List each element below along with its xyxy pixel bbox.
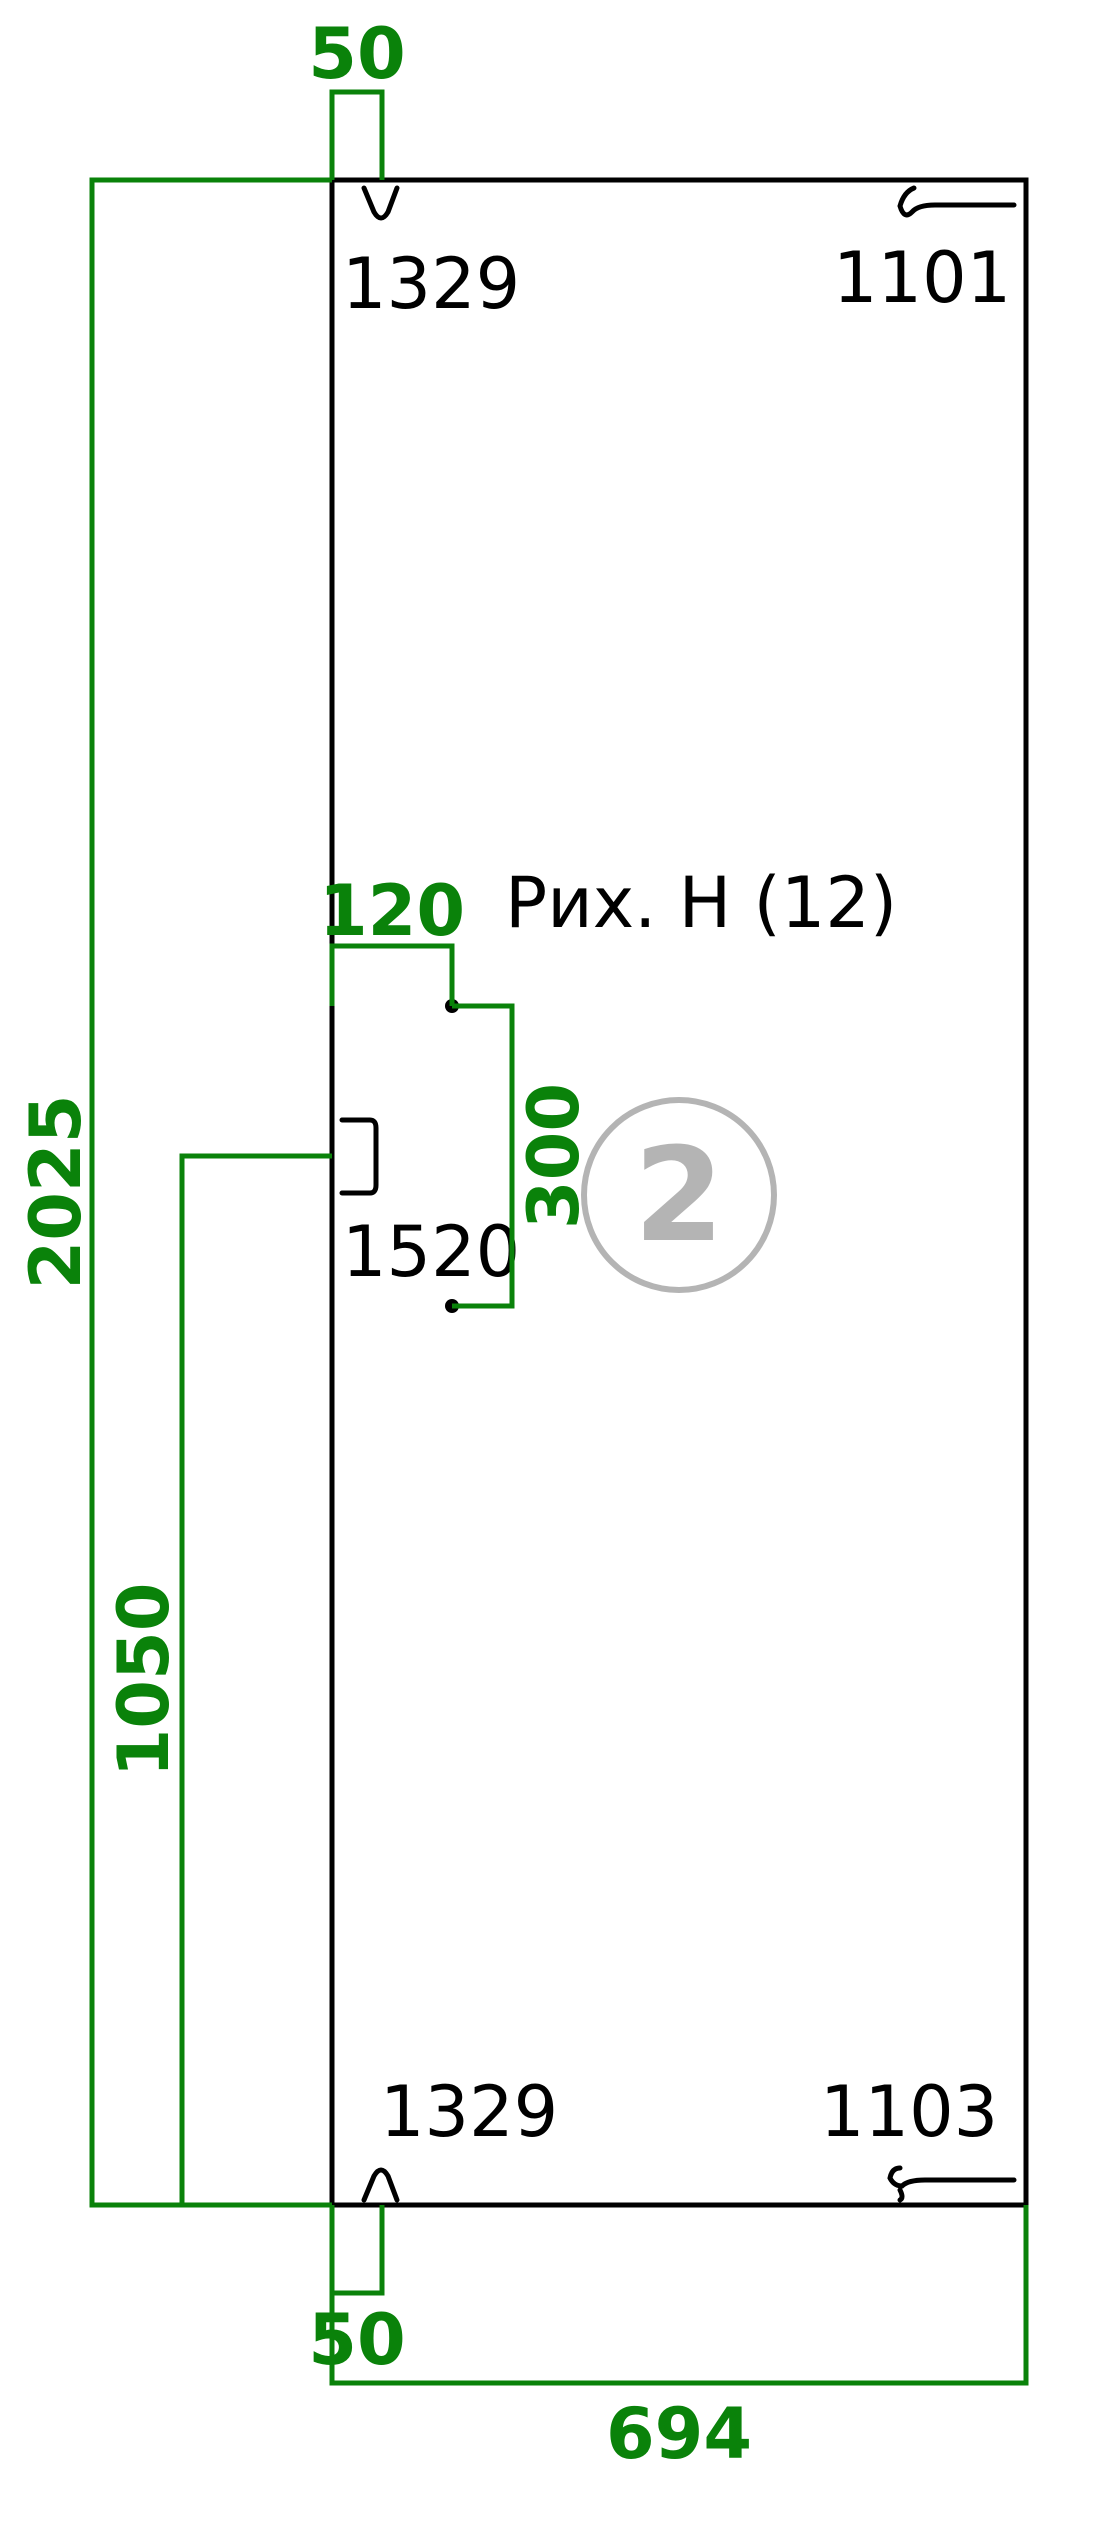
hardware-label-top-left: 1329 [342,243,520,325]
dim-width-total-text: 694 [606,2393,752,2475]
hinge-bottom-left-icon [361,2167,400,2203]
dim-handle-length-line [452,1003,515,1309]
panel-outline [329,177,1029,2208]
dim-height-total-line [89,177,332,2208]
dim-handle-offset-text: 120 [319,870,465,952]
hinge-top-left-icon [361,185,400,221]
dim-bottom-offset-text: 50 [308,2299,405,2381]
hook-bottom-right-icon [887,2165,1017,2203]
dim-height-total-text: 2025 [15,1095,97,1290]
dim-bottom-offset-line [329,2205,385,2296]
dim-width-total-line [329,2205,1029,2386]
panel-badge-number: 2 [634,1119,724,1271]
panel-title: Рих. Н (12) [505,862,897,944]
hook-top-right-icon [897,185,1017,218]
hardware-label-middle-left: 1520 [342,1211,520,1293]
hardware-label-bottom-right: 1103 [820,2071,998,2153]
dimension-lines [89,89,1029,2386]
dim-handle-height-line [179,1153,332,2205]
hardware-label-bottom-left: 1329 [380,2071,558,2153]
latch-bracket-icon [339,1117,379,1196]
dim-handle-height-text: 1050 [103,1583,185,1778]
panel-badge-circle [581,1097,777,1293]
dim-handle-offset-line [329,943,455,1006]
dim-handle-length-text: 300 [513,1083,595,1229]
dim-top-offset-text: 50 [308,13,405,95]
dim-top-offset-line [329,89,385,180]
hardware-label-top-right: 1101 [833,237,1011,319]
